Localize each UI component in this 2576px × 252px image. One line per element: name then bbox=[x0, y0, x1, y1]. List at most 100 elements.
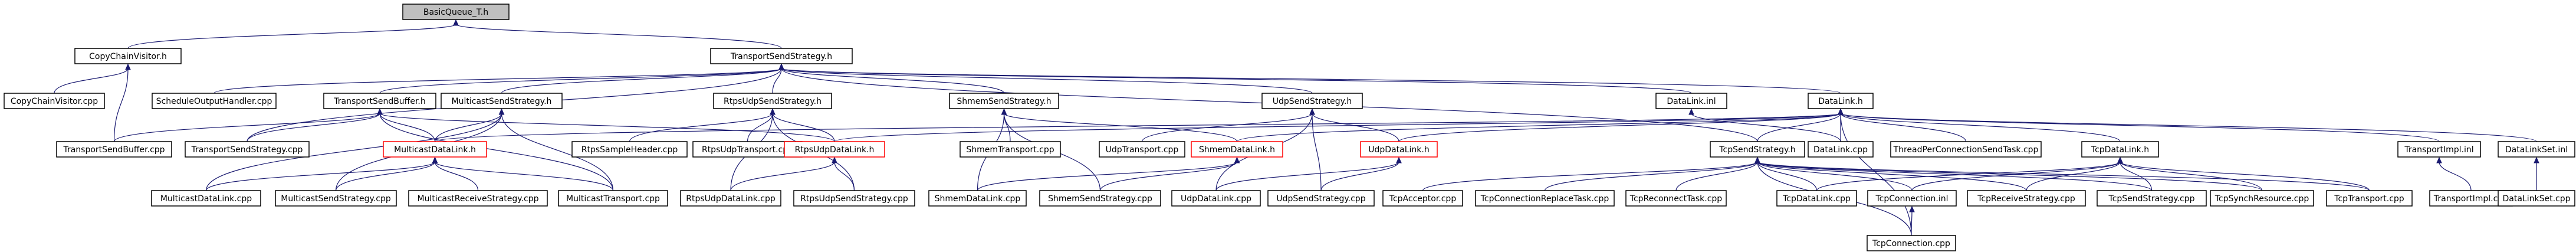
node-box bbox=[275, 190, 397, 207]
graph-edge bbox=[977, 156, 1240, 191]
graph-node-tcpsendstrategy-cpp[interactable]: TcpSendStrategy.cpp bbox=[2097, 190, 2207, 207]
graph-node-shmemsendstrategy-cpp[interactable]: ShmemSendStrategy.cpp bbox=[1039, 190, 1161, 207]
graph-node-multicastsendstrategy-cpp[interactable]: MulticastSendStrategy.cpp bbox=[275, 190, 397, 207]
graph-edge bbox=[1754, 156, 2370, 191]
graph-node-udpdatalink-h[interactable]: UdpDataLink.h bbox=[1360, 141, 1438, 158]
graph-node-udpsendstrategy-cpp[interactable]: UdpSendStrategy.cpp bbox=[1267, 190, 1375, 207]
graph-node-basicqueue-t-h[interactable]: BasicQueue_T.h bbox=[402, 4, 510, 20]
graph-node-datalink-h[interactable]: DataLink.h bbox=[1808, 93, 1874, 109]
graph-node-transportsendstrategy-h[interactable]: TransportSendStrategy.h bbox=[710, 48, 853, 64]
node-box bbox=[713, 93, 832, 109]
graph-node-multicasttransport-cpp[interactable]: MulticastTransport.cpp bbox=[558, 190, 668, 207]
graph-edge bbox=[247, 108, 383, 142]
graph-node-datalinkset-cpp[interactable]: DataLinkSet.cpp bbox=[2498, 190, 2575, 207]
graph-node-shmemdatalink-cpp[interactable]: ShmemDataLink.cpp bbox=[928, 190, 1027, 207]
graph-node-multicastreceivestrategy-cpp[interactable]: MulticastReceiveStrategy.cpp bbox=[408, 190, 548, 207]
graph-node-tcpdatalink-cpp[interactable]: TcpDataLink.cpp bbox=[1776, 190, 1857, 207]
node-label: MulticastSendStrategy.cpp bbox=[281, 194, 391, 204]
node-box bbox=[2397, 141, 2481, 158]
edge-line bbox=[1215, 161, 1399, 191]
edge-line bbox=[834, 161, 855, 191]
edge-line bbox=[434, 113, 502, 142]
graph-node-tcpacceptor-cpp[interactable]: TcpAcceptor.cpp bbox=[1382, 190, 1463, 207]
node-label: UdpTransport.cpp bbox=[1106, 145, 1179, 155]
node-label: MulticastReceiveStrategy.cpp bbox=[417, 194, 538, 204]
node-label: TransportSendBuffer.h bbox=[333, 97, 425, 106]
graph-node-transportsendbuffer-h[interactable]: TransportSendBuffer.h bbox=[323, 93, 436, 109]
graph-node-rtpsudptransport-cpp[interactable]: RtpsUdpTransport.cpp bbox=[692, 141, 803, 158]
node-label: TcpSynchResource.cpp bbox=[2214, 194, 2309, 204]
graph-node-shmemdatalink-h[interactable]: ShmemDataLink.h bbox=[1191, 141, 1283, 158]
graph-edge bbox=[501, 63, 784, 94]
graph-node-multicastdatalink-h[interactable]: MulticastDataLink.h bbox=[383, 141, 487, 158]
graph-node-copychainvisitor-h[interactable]: CopyChainVisitor.h bbox=[74, 48, 182, 64]
graph-node-tcpsendstrategy-h[interactable]: TcpSendStrategy.h bbox=[1710, 141, 1805, 158]
edge-line bbox=[335, 161, 436, 191]
graph-node-shmemsendstrategy-h[interactable]: ShmemSendStrategy.h bbox=[949, 93, 1059, 109]
graph-node-datalinkset-inl[interactable]: DataLinkSet.inl bbox=[2498, 141, 2575, 158]
graph-node-tcpconnection-cpp[interactable]: TcpConnection.cpp bbox=[1867, 235, 1956, 251]
graph-node-scheduleoutputhandler-cpp[interactable]: ScheduleOutputHandler.cpp bbox=[152, 93, 277, 109]
graph-node-udptransport-cpp[interactable]: UdpTransport.cpp bbox=[1099, 141, 1185, 158]
edge-line bbox=[1141, 113, 1313, 142]
node-box bbox=[1475, 190, 1615, 207]
node-label: MulticastDataLink.h bbox=[394, 145, 476, 155]
graph-node-copychainvisitor-cpp[interactable]: CopyChainVisitor.cpp bbox=[4, 93, 105, 109]
edge-line bbox=[1236, 113, 1841, 142]
graph-node-tcpdatalink-h[interactable]: TcpDataLink.h bbox=[2081, 141, 2159, 158]
graph-edge bbox=[778, 63, 1692, 94]
edge-line bbox=[2120, 161, 2263, 191]
edge-line bbox=[1757, 161, 1913, 191]
node-label: TcpConnection.cpp bbox=[1872, 239, 1950, 248]
edge-line bbox=[213, 68, 782, 94]
graph-edge bbox=[1320, 156, 1402, 191]
graph-node-transportsendbuffer-cpp[interactable]: TransportSendBuffer.cpp bbox=[56, 141, 172, 158]
graph-node-threadperconnectionsendtask-cpp[interactable]: ThreadPerConnectionSendTask.cpp bbox=[1890, 141, 2042, 158]
edge-arrowhead bbox=[498, 108, 505, 115]
graph-node-transportsendstrategy-cpp[interactable]: TransportSendStrategy.cpp bbox=[185, 141, 310, 158]
edge-line bbox=[127, 24, 456, 49]
graph-edge bbox=[432, 156, 479, 191]
graph-node-rtpsudpdatalink-h[interactable]: RtpsUdpDataLink.h bbox=[784, 141, 885, 158]
graph-node-multicastsendstrategy-h[interactable]: MulticastSendStrategy.h bbox=[441, 93, 563, 109]
graph-node-transportimpl-inl[interactable]: TransportImpl.inl bbox=[2397, 141, 2481, 158]
node-box bbox=[1967, 190, 2086, 207]
graph-node-tcpsynchresource-cpp[interactable]: TcpSynchResource.cpp bbox=[2210, 190, 2314, 207]
graph-edge bbox=[1838, 108, 2121, 142]
graph-node-datalink-inl[interactable]: DataLink.inl bbox=[1655, 93, 1727, 109]
node-label: TcpTransport.cpp bbox=[2334, 194, 2404, 204]
node-box bbox=[151, 190, 261, 207]
graph-node-rtpsudpsendstrategy-h[interactable]: RtpsUdpSendStrategy.h bbox=[713, 93, 832, 109]
edge-line bbox=[2120, 161, 2153, 191]
graph-node-multicastdatalink-cpp[interactable]: MulticastDataLink.cpp bbox=[151, 190, 261, 207]
graph-node-udpdatalink-cpp[interactable]: UdpDataLink.cpp bbox=[1171, 190, 1261, 207]
node-label: RtpsUdpDataLink.h bbox=[795, 145, 875, 155]
graph-edge bbox=[205, 156, 438, 191]
graph-node-tcpconnectionreplacetask-cpp[interactable]: TcpConnectionReplaceTask.cpp bbox=[1475, 190, 1615, 207]
node-label: TransportSendStrategy.cpp bbox=[191, 145, 303, 155]
edge-line bbox=[455, 24, 782, 49]
graph-node-tcpreceivestrategy-cpp[interactable]: TcpReceiveStrategy.cpp bbox=[1967, 190, 2086, 207]
graph-node-tcpconnection-inl[interactable]: TcpConnection.inl bbox=[1867, 190, 1957, 207]
graph-node-datalink-cpp[interactable]: DataLink.cpp bbox=[1808, 141, 1874, 158]
graph-node-rtpsudpsendstrategy-cpp[interactable]: RtpsUdpSendStrategy.cpp bbox=[793, 190, 915, 207]
graph-edge bbox=[432, 156, 614, 191]
edge-line bbox=[205, 113, 502, 191]
graph-node-shmemtransport-cpp[interactable]: ShmemTransport.cpp bbox=[960, 141, 1061, 158]
edge-line bbox=[1911, 210, 1913, 236]
node-label: TcpSendStrategy.h bbox=[1719, 145, 1795, 155]
graph-node-tcptransport-cpp[interactable]: TcpTransport.cpp bbox=[2326, 190, 2413, 207]
edge-line bbox=[379, 113, 436, 142]
graph-edge bbox=[113, 108, 383, 142]
edge-line bbox=[2026, 161, 2121, 191]
graph-node-tcpreconnecttask-cpp[interactable]: TcpReconnectTask.cpp bbox=[1625, 190, 1727, 207]
node-label: RtpsSampleHeader.cpp bbox=[581, 145, 678, 155]
edge-line bbox=[1312, 113, 1322, 191]
graph-node-rtpsudpdatalink-cpp[interactable]: RtpsUdpDataLink.cpp bbox=[680, 190, 781, 207]
edge-arrowhead bbox=[1688, 108, 1694, 115]
edge-line bbox=[1757, 161, 1818, 191]
graph-node-rtpssampleheader-cpp[interactable]: RtpsSampleHeader.cpp bbox=[571, 141, 688, 158]
graph-node-udpsendstrategy-h[interactable]: UdpSendStrategy.h bbox=[1261, 93, 1363, 109]
node-box bbox=[1808, 93, 1874, 109]
